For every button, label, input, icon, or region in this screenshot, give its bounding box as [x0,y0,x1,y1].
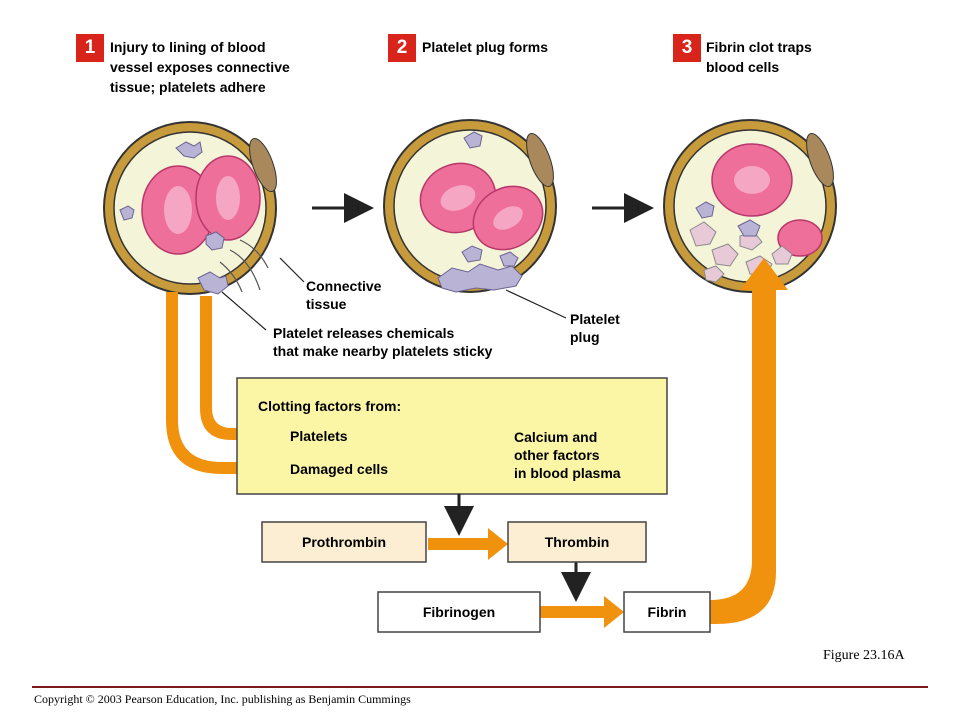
platelet [205,231,225,251]
thrombin-box [507,521,647,563]
prothrombin-label: Prothrombin [302,534,386,550]
damaged-cells-label: Damaged cells [290,461,389,477]
platelet [463,131,483,149]
copyright-text: Copyright © 2003 Pearson Education, Inc.… [34,692,411,706]
vessel-cross-section-1 [103,121,277,295]
platelet [175,141,203,159]
platelet-plug-label: Platelet plug [570,311,620,345]
step-2-badge: 2 [388,34,416,62]
red-blood-cell [195,155,261,241]
thrombin-label: Thrombin [544,534,610,550]
step-1-text: Injury to lining of blood vessel exposes… [110,39,290,95]
vessel-cross-section-3 [663,119,837,293]
fibrinogen-fibrin-arrow [540,596,624,628]
footer-divider [32,686,928,688]
step-3-text: Fibrin clot traps blood cells [706,39,812,75]
prothrombin-thrombin-arrow [428,528,508,560]
fibrin-to-clot-arrow [710,258,788,624]
red-blood-cell [777,219,823,257]
step-2-text: Platelet plug forms [422,39,549,55]
clotting-factors-box [236,377,668,495]
step-3-badge: 3 [673,34,701,62]
fibrin-box [623,591,711,633]
red-blood-cell [711,143,793,217]
fibrin-label: Fibrin [647,604,687,620]
platelet [119,205,135,221]
vessel-cross-section-2 [383,119,557,293]
fibrinogen-box [377,591,541,633]
platelet [737,219,761,237]
platelet-release-leader [221,291,267,331]
platelet-plug-leader [505,289,567,319]
connective-tissue-leader [279,257,305,283]
platelet [197,271,229,295]
figure-id: Figure 23.16A [823,648,905,663]
step-1-badge: 1 [76,34,104,62]
platelet-plug-cluster [437,245,523,293]
connective-tissue-label: Connective tissue [306,278,382,312]
red-blood-cell [472,185,544,251]
platelet [695,201,715,219]
platelet-releases-label: Platelet releases chemicals that make ne… [273,325,493,359]
prothrombin-box [261,521,427,563]
fibrinogen-label: Fibrinogen [422,604,496,620]
calcium-factors-label: Calcium and other factors in blood plasm… [514,429,621,481]
platelets-label: Platelets [290,428,348,444]
clotting-factors-heading: Clotting factors from: [258,398,402,414]
